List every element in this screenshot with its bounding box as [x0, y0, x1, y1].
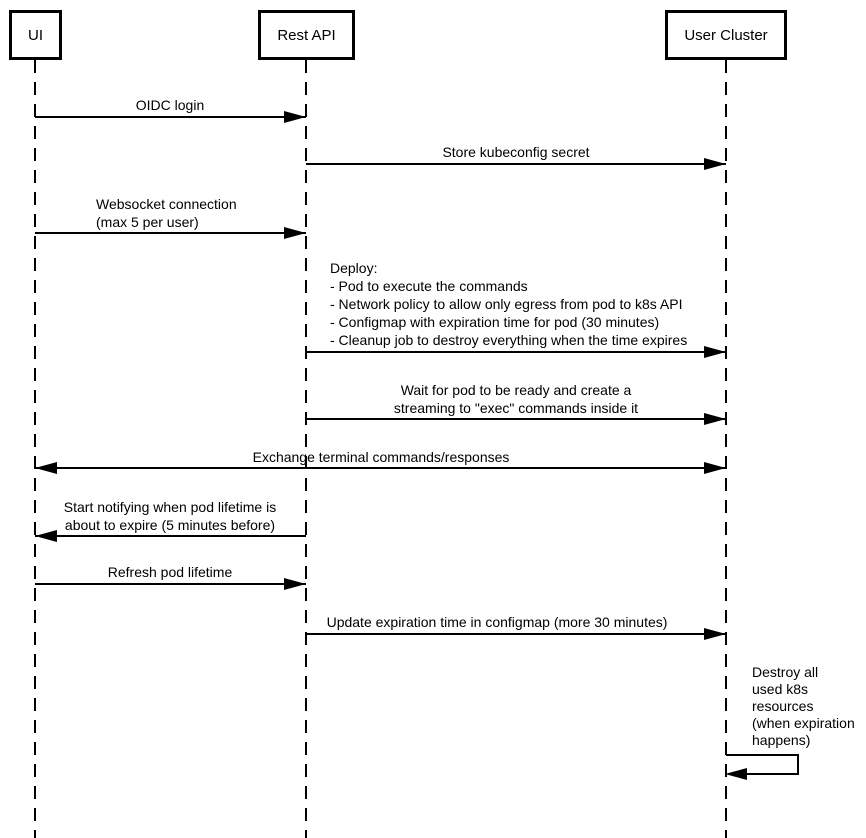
- message-label-deploy: Deploy: - Pod to execute the commands - …: [330, 260, 688, 348]
- arrowhead-right-icon: [284, 111, 306, 123]
- message-arrows: [35, 111, 799, 780]
- arrowhead-right-icon: [704, 462, 726, 474]
- actor-user-cluster: User Cluster: [665, 10, 787, 60]
- message-label-start-notifying: Start notifying when pod lifetime is abo…: [63, 499, 277, 533]
- message-label-destroy-resources: Destroy all used k8s resources (when exp…: [752, 664, 855, 748]
- arrow-deploy: [306, 346, 726, 358]
- message-label-wait-for-pod: Wait for pod to be ready and create a st…: [393, 382, 639, 416]
- arrow-refresh-pod-lifetime: [35, 578, 306, 590]
- arrowhead-right-icon: [704, 413, 726, 425]
- message-label-refresh-pod-lifetime: Refresh pod lifetime: [107, 564, 233, 580]
- message-label-exchange-terminal: Exchange terminal commands/responses: [252, 449, 510, 465]
- arrowhead-right-icon: [284, 578, 306, 590]
- arrow-update-expiration: [306, 628, 726, 640]
- arrowhead-right-icon: [284, 227, 306, 239]
- message-label-oidc-login: OIDC login: [135, 97, 205, 113]
- arrowhead-left-icon: [35, 530, 57, 542]
- arrow-destroy-self-loop: [725, 754, 799, 780]
- actor-rest-api: Rest API: [258, 10, 355, 60]
- message-label-update-expiration: Update expiration time in configmap (mor…: [326, 614, 668, 630]
- actor-ui: UI: [9, 10, 62, 60]
- arrowhead-left-icon: [35, 462, 57, 474]
- arrow-start-notifying: [35, 530, 306, 542]
- lifelines: [34, 60, 727, 838]
- arrow-exchange-terminal: [35, 462, 726, 474]
- actor-ui-label: UI: [28, 26, 43, 44]
- arrow-oidc-login: [35, 111, 306, 123]
- arrow-wait-for-pod: [306, 413, 726, 425]
- arrowhead-right-icon: [704, 628, 726, 640]
- arrowhead-right-icon: [704, 346, 726, 358]
- arrow-websocket-connection: [35, 227, 306, 239]
- arrow-store-kubeconfig-secret: [306, 158, 726, 170]
- arrowhead-right-icon: [704, 158, 726, 170]
- message-label-store-kubeconfig-secret: Store kubeconfig secret: [442, 144, 590, 160]
- arrowhead-left-icon: [725, 768, 747, 780]
- message-label-websocket-connection: Websocket connection (max 5 per user): [96, 196, 237, 230]
- actor-user-cluster-label: User Cluster: [684, 26, 768, 44]
- actor-rest-api-label: Rest API: [277, 26, 336, 44]
